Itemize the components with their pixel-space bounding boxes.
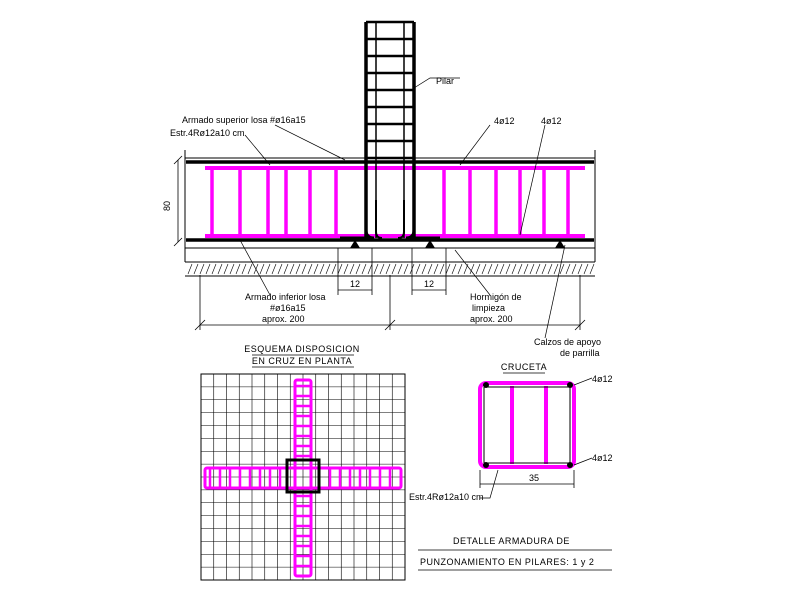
bottom-reinforcement-label-3: aprox. 200 <box>262 314 305 324</box>
height-dimension-text: 80 <box>162 201 172 211</box>
stirrup-cage <box>205 166 585 238</box>
cruceta-bar-top: 4ø12 <box>592 374 613 384</box>
dim-left-text: 12 <box>350 279 360 289</box>
plan-cross-reinforcement <box>203 378 403 578</box>
cruceta-stirrup-label: Estr.4Rø12a10 cm <box>409 492 484 502</box>
bottom-reinforcement-label-1: Armado inferior losa <box>245 292 326 302</box>
leader-lines <box>239 77 566 339</box>
bottom-reinforcement-label-2: #ø16a15 <box>270 303 306 313</box>
stirrup-label: Estr.4Rø12a10 cm <box>170 128 245 138</box>
concrete-label-1: Hormigón de <box>470 292 522 302</box>
top-reinforcement-label: Armado superior losa #ø16a15 <box>182 115 306 125</box>
concrete-label-3: aprox. 200 <box>470 314 513 324</box>
spacer-label-1: Calzos de apoyo <box>534 337 601 347</box>
plan-title-1: ESQUEMA DISPOSICION <box>244 344 360 354</box>
column-cage <box>340 20 440 240</box>
support-chairs <box>350 240 565 248</box>
lean-concrete <box>185 261 595 277</box>
cruceta-bar-bottom: 4ø12 <box>592 453 613 463</box>
concrete-label-2: limpieza <box>472 303 505 313</box>
spacer-label-2: de parrilla <box>560 348 600 358</box>
plan-view: ESQUEMA DISPOSICION EN CRUZ EN PLANTA <box>200 344 406 581</box>
footer-line-2: PUNZONAMIENTO EN PILARES: 1 y 2 <box>420 557 594 567</box>
detail-title: DETALLE ARMADURA DE PUNZONAMIENTO EN PIL… <box>418 536 612 571</box>
slab-section: 80 <box>162 20 601 358</box>
pilar-label: Pilar <box>436 76 454 86</box>
cruceta-width-dim: 35 <box>529 473 539 483</box>
dim-right-text: 12 <box>424 279 434 289</box>
footer-line-1: DETALLE ARMADURA DE <box>453 536 570 546</box>
bar-label-left: 4ø12 <box>494 116 515 126</box>
bar-label-right: 4ø12 <box>541 116 562 126</box>
plan-title-2: EN CRUZ EN PLANTA <box>252 356 352 366</box>
plan-column <box>285 458 321 494</box>
cruceta-detail: CRUCETA 4ø12 4ø12 35 Estr.4Rø12a10 cm <box>409 362 613 502</box>
spacing-dimensions: 12 12 <box>337 248 447 295</box>
cruceta-outer-stirrup <box>478 381 576 469</box>
cruceta-title: CRUCETA <box>501 362 547 372</box>
